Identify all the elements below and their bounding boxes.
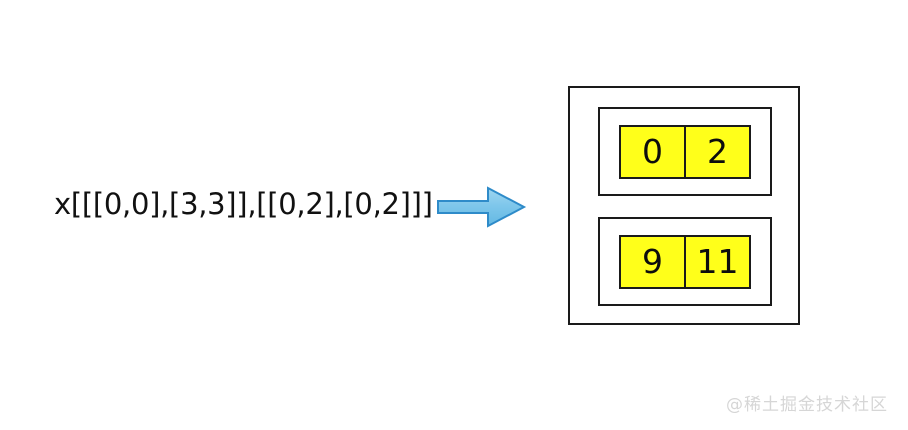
outer-array-box: 0 2 9 11 bbox=[568, 86, 800, 325]
array-cell: 0 bbox=[619, 124, 686, 179]
right-arrow-svg bbox=[437, 186, 527, 228]
array-cell: 11 bbox=[684, 234, 751, 289]
right-arrow-icon bbox=[436, 184, 528, 230]
array-cell: 9 bbox=[619, 234, 686, 289]
array-group: 9 11 bbox=[598, 217, 772, 306]
group-stack: 0 2 9 11 bbox=[598, 107, 772, 306]
cell-row: 9 11 bbox=[619, 234, 751, 289]
cell-row: 0 2 bbox=[619, 124, 751, 179]
array-cell: 2 bbox=[684, 124, 751, 179]
indexing-expression: x[[[0,0],[3,3]],[[0,2],[0,2]]] bbox=[54, 187, 433, 221]
array-group: 0 2 bbox=[598, 107, 772, 196]
watermark: @稀土掘金技术社区 bbox=[726, 395, 888, 415]
